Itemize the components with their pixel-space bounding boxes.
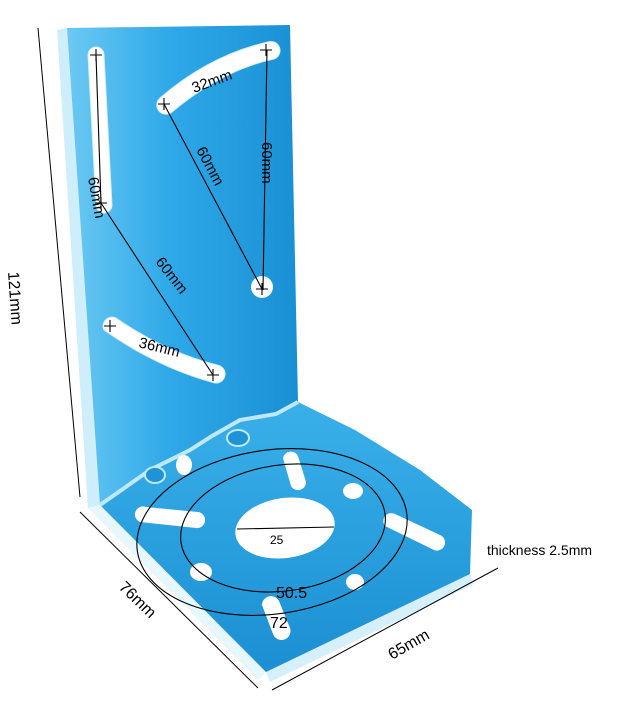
- crosshair-marks: [90, 44, 272, 381]
- label-mid-circle: 50.5: [276, 585, 307, 602]
- base-slot-top: [283, 451, 307, 491]
- circle-outer: [136, 448, 408, 616]
- label-base-width: 65mm: [386, 627, 433, 664]
- base-slot-bottom: [262, 596, 291, 641]
- dim-line-upper-diag: [163, 103, 263, 290]
- bend-tab-right: [226, 429, 250, 447]
- base-hole-b: [343, 483, 363, 499]
- slot-left-vertical: [87, 46, 113, 214]
- base-hole-c: [176, 455, 192, 475]
- base-slot-left: [134, 506, 206, 529]
- slot-lower-arc: [102, 316, 226, 384]
- label-base-depth: 76mm: [115, 579, 159, 622]
- dim-line-base-depth: [79, 511, 259, 689]
- dim-line-base-width: [271, 567, 499, 691]
- dim-line-height: [37, 27, 81, 498]
- bracket-bottom-edge: [88, 505, 266, 680]
- label-left-vertical: 60mm: [84, 176, 108, 220]
- dim-line-lower-diag: [100, 202, 214, 376]
- bend-tab-left: [144, 466, 166, 484]
- bracket-vertical-plate: [67, 25, 298, 505]
- dim-line-upper-vertical: [262, 49, 268, 291]
- bracket-right-edge: [266, 574, 474, 682]
- label-upper-vertical: 60mm: [258, 142, 275, 184]
- label-height: 121mm: [4, 271, 25, 325]
- label-center-hole: 25: [270, 533, 284, 547]
- bracket-left-edge: [57, 28, 100, 508]
- slot-upper-arc: [156, 41, 281, 115]
- base-hole-d: [346, 574, 364, 590]
- base-slot-right: [383, 513, 446, 551]
- dim-line-left-vertical: [95, 54, 102, 204]
- label-thickness: thickness 2.5mm: [487, 542, 592, 558]
- circle-mid: [180, 463, 386, 593]
- dim-line-center-hole: [236, 526, 335, 530]
- label-outer-circle: 72: [270, 615, 288, 632]
